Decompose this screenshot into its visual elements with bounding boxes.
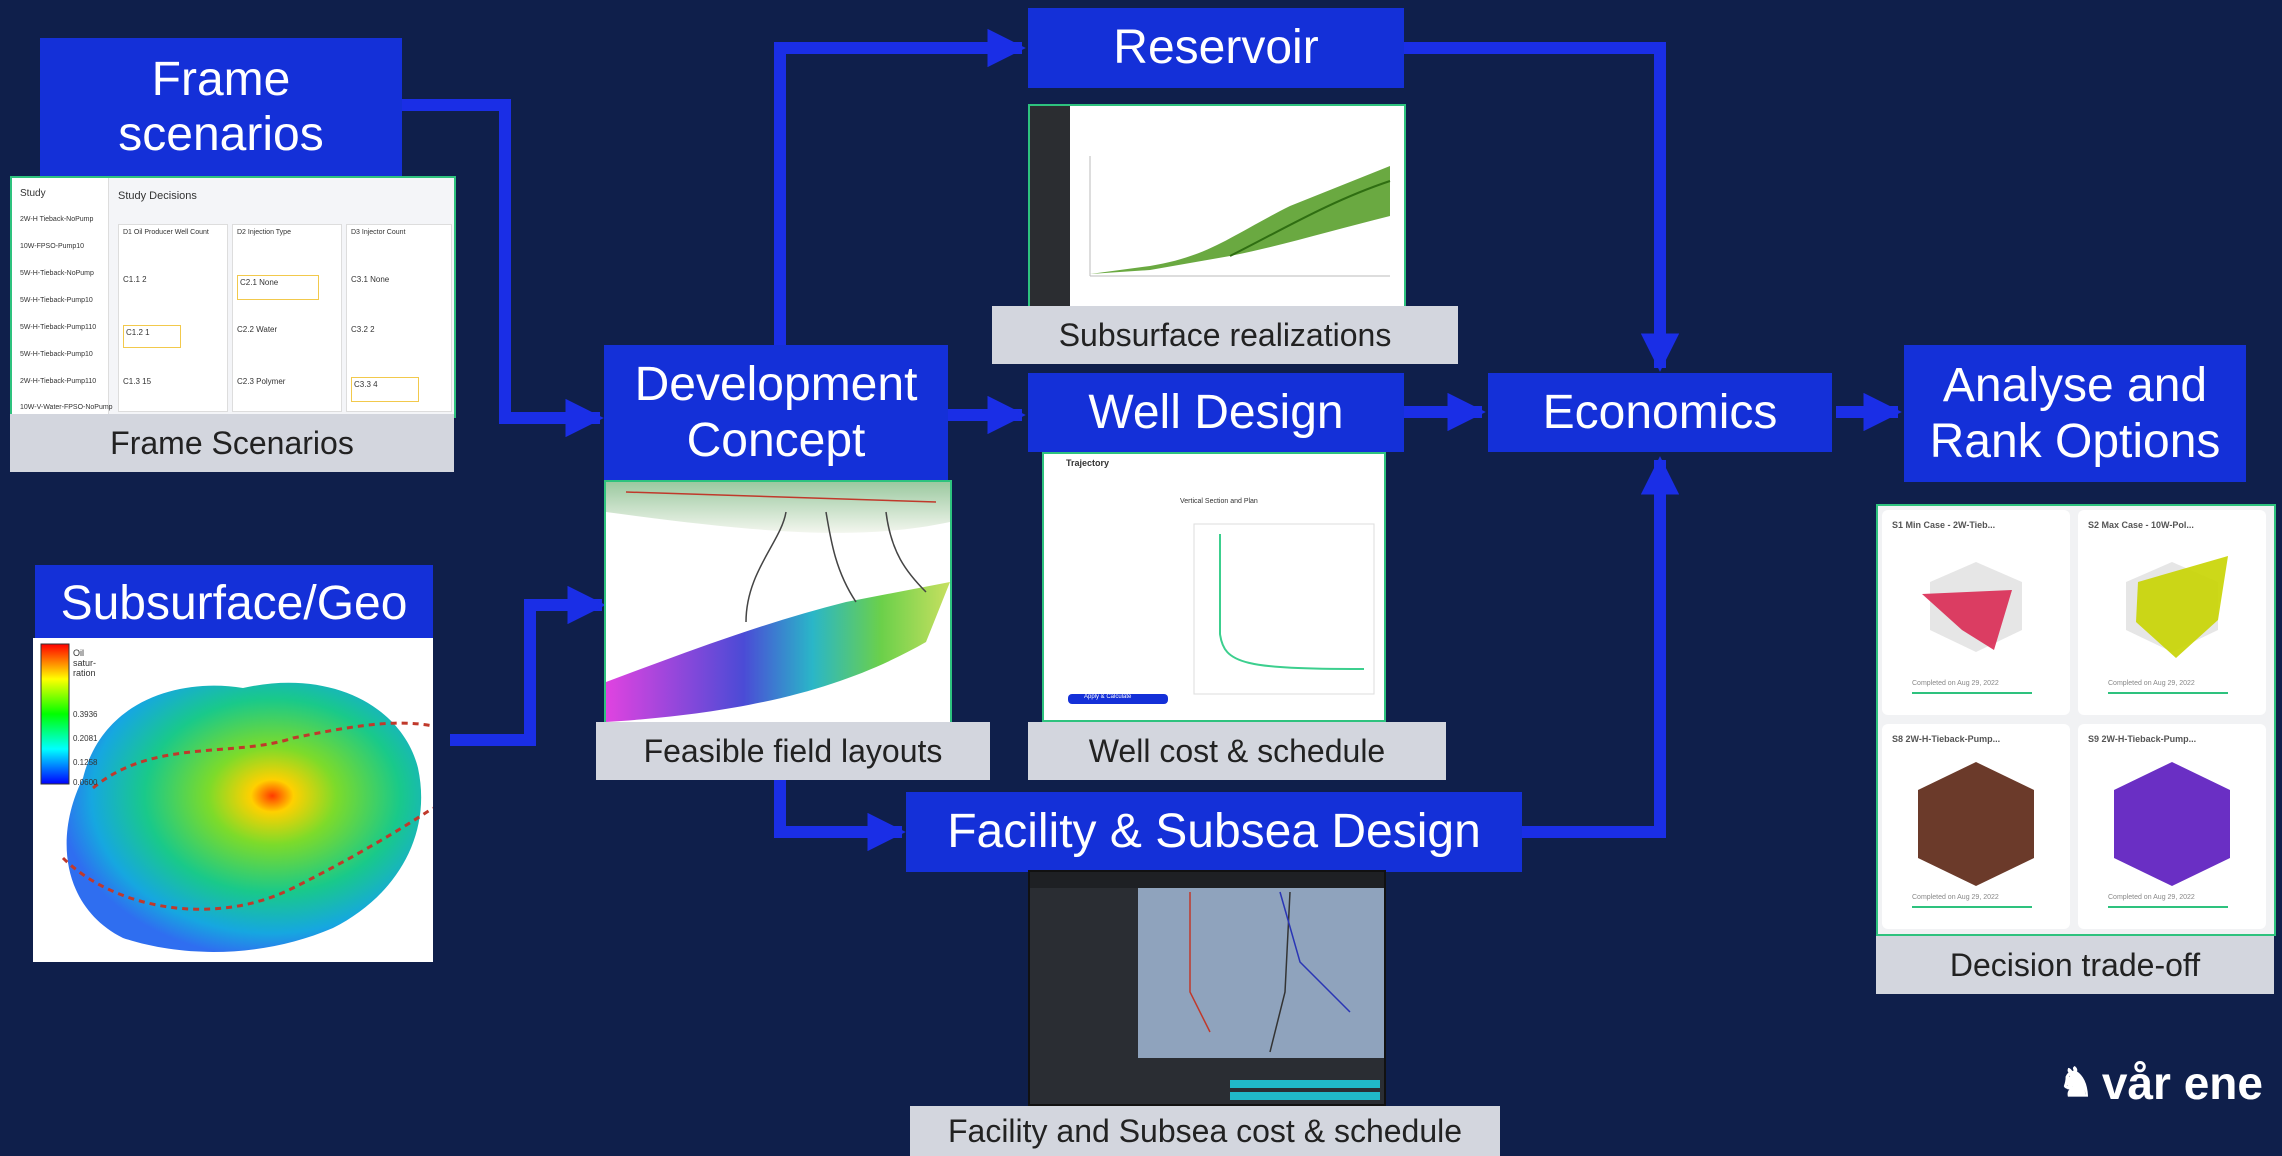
column-title: D2 Injection Type (237, 229, 291, 236)
well-design-box: Well Design (1028, 373, 1404, 452)
option-card[interactable]: S1 Min Case - 2W-Tieb... Completed on Au… (1882, 510, 2070, 715)
option-title: S2 Max Case - 10W-Pol... (2088, 520, 2194, 530)
card: C1.3 15 (123, 377, 152, 386)
study-label: Study (20, 188, 46, 199)
arrow-facility-to-economics (1522, 456, 1680, 838)
sidebar-item: 10W-FPSO-Pump10 (20, 243, 85, 250)
radar-chart (1912, 562, 2032, 694)
well-trajectory-screenshot: Trajectory Vertical Section and Plan App… (1042, 452, 1386, 722)
trajectory-subtitle: Vertical Section and Plan (1180, 498, 1258, 505)
analyse-rank-box: Analyse and Rank Options (1904, 345, 2246, 482)
dev-caption: Feasible field layouts (596, 722, 990, 780)
decision-tradeoff-panel: S1 Min Case - 2W-Tieb... Completed on Au… (1876, 504, 2276, 936)
reservoir-box: Reservoir (1028, 8, 1404, 88)
facility-caption: Facility and Subsea cost & schedule (910, 1106, 1500, 1156)
realization-fan-chart (1089, 156, 1391, 277)
trajectory-chart (1193, 523, 1375, 695)
decision-caption: Decision trade-off (1876, 936, 2274, 994)
arrow-geo-to-dev (450, 585, 606, 746)
card: C1.1 2 (123, 275, 147, 284)
card: C2.1 None (237, 275, 320, 300)
radar-chart (1912, 762, 2034, 908)
legend-tick: 0.2081 (73, 734, 98, 743)
logo-dog-icon: ♞ (2058, 1061, 2094, 1105)
logo-text: vår ene (2101, 1057, 2263, 1109)
economics-box: Economics (1488, 373, 1832, 452)
reservoir-screenshot (1028, 104, 1406, 308)
card: C3.1 None (351, 275, 390, 284)
facility-subsea-box: Facility & Subsea Design (906, 792, 1522, 872)
option-title: S9 2W-H-Tieback-Pump... (2088, 734, 2197, 744)
well-caption: Well cost & schedule (1028, 722, 1446, 780)
study-decisions-title: Study Decisions (118, 190, 197, 202)
legend-tick: 0.3936 (73, 710, 98, 719)
sidebar-item: 5W-H-Tieback-Pump110 (20, 324, 97, 331)
apply-calculate-button[interactable]: Apply & Calculate (1084, 694, 1132, 700)
card: C1.2 1 (123, 325, 181, 348)
column-title: D3 Injector Count (351, 229, 406, 236)
arrow-frame-to-dev (400, 99, 604, 438)
sidebar-item: 5W-H-Tieback-Pump10 (20, 351, 93, 358)
radar-chart (2108, 762, 2230, 908)
saturation-map-image (40, 643, 433, 952)
development-concept-box: Development Concept (604, 345, 948, 480)
card: C2.2 Water (237, 325, 278, 334)
option-card[interactable]: S2 Max Case - 10W-Pol... Completed on Au… (2078, 510, 2266, 715)
saturation-map: Oil satur-ration 0.3936 0.2081 0.1258 0.… (33, 638, 433, 962)
company-logo: ♞ vår ene (2058, 1056, 2263, 1110)
column-title: D1 Oil Producer Well Count (123, 229, 209, 236)
arrow-dev-to-reservoir (774, 28, 1026, 345)
facility-screenshot (1028, 870, 1386, 1106)
option-status: Completed on Aug 29, 2022 (1912, 680, 1999, 687)
sidebar-item: 2W-H-Tieback-Pump110 (20, 378, 97, 385)
field-layout-image (604, 480, 952, 724)
sidebar-item: 2W-H Tieback-NoPump (20, 216, 94, 223)
option-title: S8 2W-H-Tieback-Pump... (1892, 734, 2001, 744)
card: C3.2 2 (351, 325, 375, 334)
option-title: S1 Min Case - 2W-Tieb... (1892, 520, 1996, 530)
option-card[interactable]: S8 2W-H-Tieback-Pump... Completed on Aug… (1882, 724, 2070, 929)
arrow-reservoir-to-economics (1404, 42, 1680, 372)
sidebar-item: 5W-H-Tieback-Pump10 (20, 297, 93, 304)
legend-tick: 0.0600 (73, 778, 98, 787)
frame-scenarios-screenshot: Study 2W-H Tieback-NoPump 10W-FPSO-Pump1… (10, 176, 456, 418)
subsurface-geo-box: Subsurface/Geo (35, 565, 433, 643)
option-status: Completed on Aug 29, 2022 (2108, 894, 2195, 901)
reservoir-caption: Subsurface realizations (992, 306, 1458, 364)
frame-scenarios-caption: Frame Scenarios (10, 414, 454, 472)
sidebar-item: 10W-V-Water-FPSO-NoPump (20, 404, 113, 411)
option-card[interactable]: S9 2W-H-Tieback-Pump... Completed on Aug… (2078, 724, 2266, 929)
legend-tick: 0.1258 (73, 758, 98, 767)
legend-title: Oil satur-ration (73, 648, 97, 678)
trajectory-title: Trajectory (1066, 458, 1110, 468)
card: C3.3 4 (351, 377, 419, 402)
frame-scenarios-box: Frame scenarios (40, 38, 402, 176)
sidebar-item: 5W-H-Tieback-NoPump (20, 270, 94, 277)
option-status: Completed on Aug 29, 2022 (1912, 894, 1999, 901)
card: C2.3 Polymer (237, 377, 286, 386)
radar-chart (2108, 556, 2228, 694)
option-status: Completed on Aug 29, 2022 (2108, 680, 2195, 687)
facility-3d-view (1189, 891, 1380, 1100)
field-layout-render (606, 482, 950, 722)
